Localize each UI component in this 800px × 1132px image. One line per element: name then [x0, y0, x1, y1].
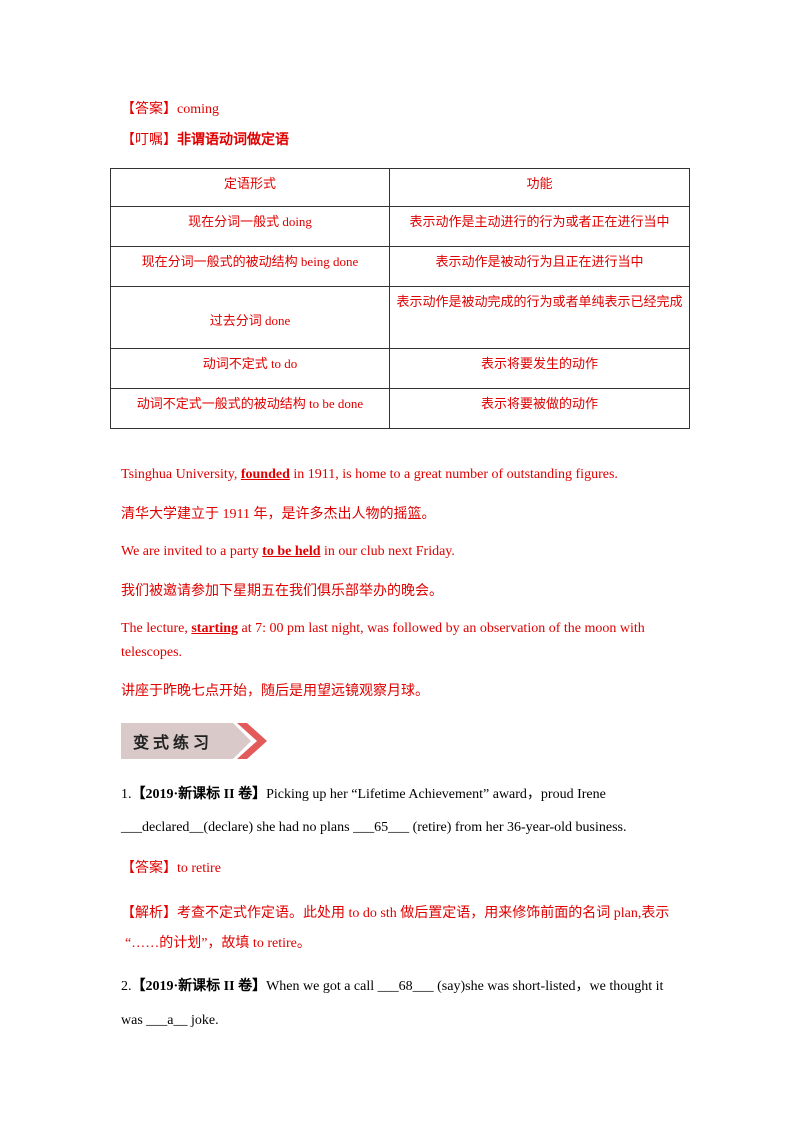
question-number: 2. — [121, 979, 132, 994]
definitions-table: 定语形式 功能 现在分词一般式 doing 表示动作是主动进行的行为或者正在进行… — [110, 168, 690, 429]
example-text: in our club next Friday. — [320, 544, 455, 559]
question-text: When we got a call ___68___ (say)she was… — [266, 979, 664, 994]
example-keyword: founded — [240, 467, 290, 482]
example-3-cn: 讲座于昨晚七点开始，随后是用望远镜观察月球。 — [121, 684, 429, 699]
table-row: 现在分词一般式的被动结构 being done 表示动作是被动行为且正在进行当中 — [110, 246, 690, 287]
question-2-line-2: was ___a__ joke. — [121, 1013, 219, 1028]
example-keyword: starting — [191, 621, 239, 636]
example-2-cn: 我们被邀请参加下星期五在我们俱乐部举办的晚会。 — [121, 584, 443, 599]
answer-text: coming — [177, 102, 219, 117]
note-text: 非谓语动词做定语 — [177, 133, 289, 148]
answer-label: 【答案】 — [121, 861, 177, 876]
table-cell: 表示动作是被动完成的行为或者单纯表示已经完成 — [389, 286, 690, 349]
banner-arrow-icon — [121, 723, 267, 759]
question-1-answer: 【答案】to retire — [121, 860, 221, 878]
question-1-line-1: 1.【2019·新课标 II 卷】Picking up her “Lifetim… — [121, 786, 606, 804]
table-row: 动词不定式一般式的被动结构 to be done 表示将要被做的动作 — [110, 388, 690, 429]
example-text: in 1911, is home to a great number of ou… — [289, 467, 618, 482]
analysis-label: 【解析】 — [121, 906, 177, 921]
table-header-form: 定语形式 — [110, 168, 390, 207]
table-cell: 表示动作是被动行为且正在进行当中 — [389, 246, 690, 287]
practice-banner: 变式练习 — [121, 719, 271, 763]
answer-text: to retire — [177, 861, 221, 876]
example-text: We are invited to a party — [121, 544, 263, 559]
question-source: 【2019·新课标 II 卷】 — [131, 787, 267, 802]
example-1-cn: 清华大学建立于 1911 年，是许多杰出人物的摇篮。 — [121, 507, 436, 522]
question-2-line-1: 2.【2019·新课标 II 卷】When we got a call ___6… — [121, 978, 663, 996]
table-cell: 表示动作是主动进行的行为或者正在进行当中 — [389, 206, 690, 247]
example-3-en-cont: telescopes. — [121, 645, 183, 660]
note-label: 【叮嘱】 — [121, 133, 177, 148]
table-header-row: 定语形式 功能 — [110, 168, 690, 207]
question-number: 1. — [121, 787, 132, 802]
example-1-en: Tsinghua University, founded in 1911, is… — [121, 466, 618, 484]
example-text: at 7: 00 pm last night, was followed by … — [238, 621, 645, 636]
question-1-line-2: ___declared__(declare) she had no plans … — [121, 820, 627, 835]
table-row: 现在分词一般式 doing 表示动作是主动进行的行为或者正在进行当中 — [110, 206, 690, 247]
table-cell: 现在分词一般式的被动结构 being done — [110, 246, 390, 287]
answer-1: 【答案】coming — [121, 101, 219, 119]
example-2-en: We are invited to a party to be held in … — [121, 543, 455, 561]
question-source: 【2019·新课标 II 卷】 — [131, 979, 267, 994]
note: 【叮嘱】非谓语动词做定语 — [121, 132, 289, 150]
example-text: Tsinghua University, — [121, 467, 241, 482]
question-1-analysis: 【解析】考查不定式作定语。此处用 to do sth 做后置定语，用来修饰前面的… — [121, 905, 669, 923]
question-text: Picking up her “Lifetime Achievement” aw… — [266, 787, 606, 802]
analysis-text: 考查不定式作定语。此处用 to do sth 做后置定语，用来修饰前面的名词 p… — [177, 906, 670, 921]
banner-label: 变式练习 — [133, 733, 214, 752]
table-cell: 动词不定式 to do — [110, 348, 390, 389]
question-1-analysis-cont: “……的计划”，故填 to retire。 — [125, 936, 311, 951]
table-cell: 表示将要被做的动作 — [389, 388, 690, 429]
table-cell: 表示将要发生的动作 — [389, 348, 690, 389]
example-text: The lecture, — [121, 621, 192, 636]
example-3-en: The lecture, starting at 7: 00 pm last n… — [121, 620, 645, 638]
table-cell: 动词不定式一般式的被动结构 to be done — [110, 388, 390, 429]
table-row: 动词不定式 to do 表示将要发生的动作 — [110, 348, 690, 389]
answer-label: 【答案】 — [121, 102, 177, 117]
table-header-function: 功能 — [389, 168, 690, 207]
table-cell: 现在分词一般式 doing — [110, 206, 390, 247]
example-keyword: to be held — [262, 544, 321, 559]
table-row: 过去分词 done 表示动作是被动完成的行为或者单纯表示已经完成 — [110, 286, 690, 349]
table-cell: 过去分词 done — [110, 286, 390, 349]
